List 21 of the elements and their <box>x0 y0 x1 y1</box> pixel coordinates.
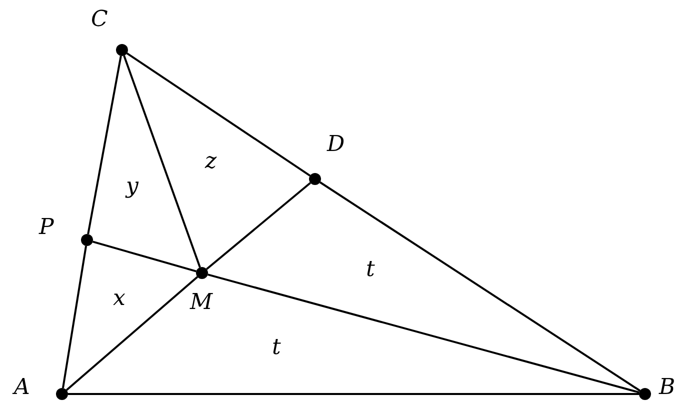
line-segment <box>87 56 122 234</box>
line-segment <box>206 182 312 270</box>
point-label: B <box>659 376 676 400</box>
point-label: D <box>327 133 345 157</box>
line-segment <box>126 52 311 176</box>
line-segment <box>123 55 201 268</box>
point-label: P <box>39 216 54 240</box>
area-label: t <box>366 258 375 282</box>
area-label: x <box>113 287 126 311</box>
area-label: y <box>126 175 138 199</box>
line-segment <box>66 276 198 391</box>
point-label: M <box>190 291 213 315</box>
point-label: A <box>14 376 30 400</box>
line-segment <box>92 240 196 272</box>
area-label: t <box>272 336 281 360</box>
point-label: C <box>91 8 108 32</box>
line-segment <box>68 393 639 395</box>
line-segment <box>208 274 640 394</box>
line-segment <box>319 181 641 392</box>
area-label: z <box>205 150 217 174</box>
line-segment <box>62 246 88 388</box>
